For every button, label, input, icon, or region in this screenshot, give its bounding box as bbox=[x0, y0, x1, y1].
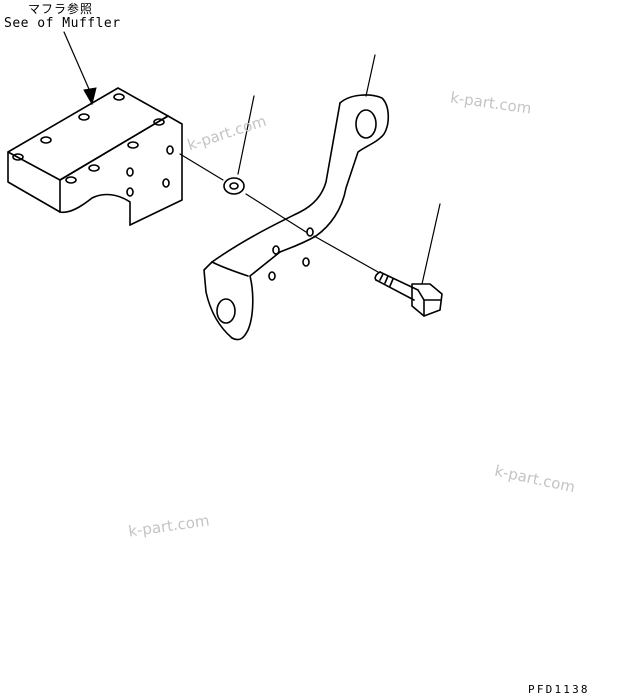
muffler-block bbox=[7, 87, 183, 226]
leader-arrowhead bbox=[83, 87, 97, 106]
bolt bbox=[374, 271, 443, 317]
muffler-reference-en: See of Muffler bbox=[4, 16, 121, 31]
leader-lines bbox=[63, 31, 441, 285]
washer bbox=[223, 177, 245, 195]
muffler-reference-jp: マフラ参照 bbox=[28, 2, 94, 16]
drawing-code: PFD1138 bbox=[528, 683, 590, 696]
mounting-bracket bbox=[203, 94, 390, 341]
assembly-lines bbox=[179, 153, 379, 273]
